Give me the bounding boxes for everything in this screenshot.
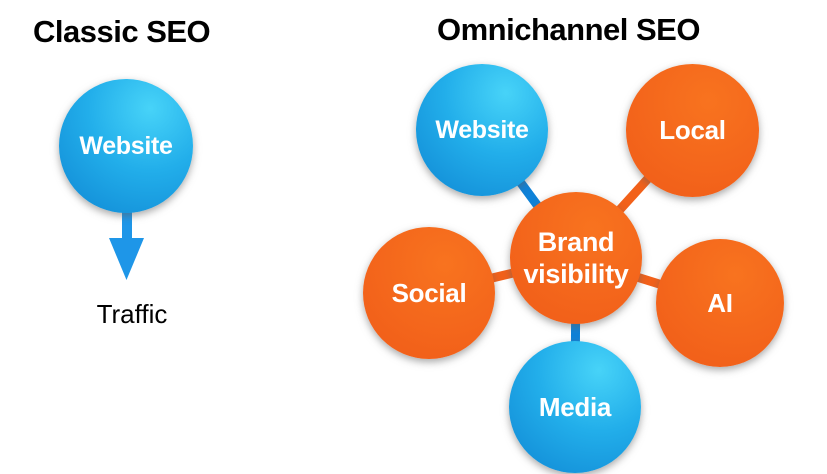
satellite-website-label: Website	[435, 115, 529, 144]
satellite-ai-node: AI	[656, 239, 784, 367]
satellite-media-label: Media	[538, 391, 612, 422]
classic-website-label: Website	[79, 131, 173, 160]
brand-visibility-label: Brand visibility	[523, 226, 629, 289]
classic-seo-title: Classic SEO	[33, 14, 211, 49]
satellite-local-label: Local	[659, 115, 726, 145]
satellite-local-node: Local	[626, 64, 759, 197]
arrow-stem	[122, 206, 132, 240]
brand-visibility-hub-node: Brand visibility	[510, 192, 642, 324]
satellite-website-node: Website	[416, 64, 548, 196]
traffic-label: Traffic	[96, 299, 168, 329]
classic-website-node: Website	[59, 79, 193, 213]
arrow-head-icon	[109, 238, 144, 280]
satellite-social-label: Social	[391, 277, 467, 308]
satellite-media-node: Media	[509, 341, 641, 473]
satellite-social-node: Social	[363, 227, 495, 359]
omnichannel-seo-title: Omnichannel SEO	[437, 12, 700, 47]
satellite-ai-label: AI	[707, 287, 733, 318]
